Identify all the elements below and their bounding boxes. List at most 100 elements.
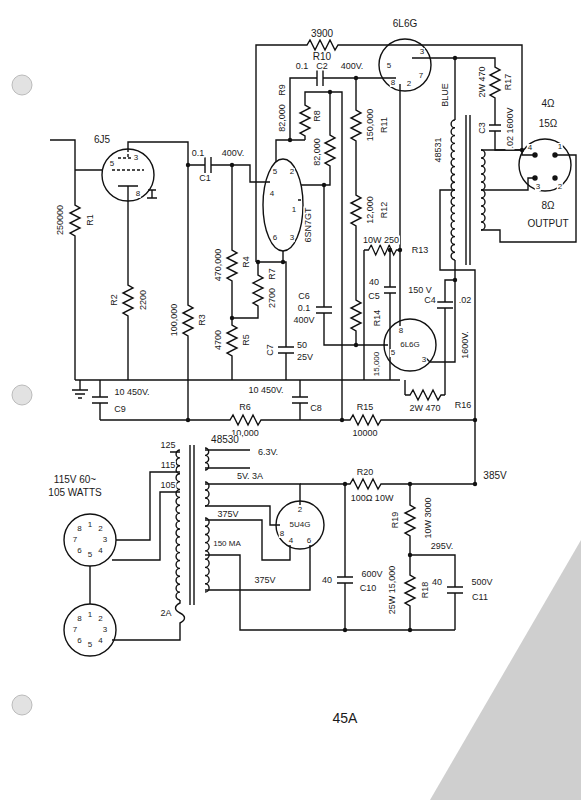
wiring xyxy=(300,484,475,630)
pin-number: 4 xyxy=(97,637,103,645)
capacitor-symbol xyxy=(384,270,396,310)
resistor-symbol xyxy=(123,280,133,320)
component-label: 10W 3000 xyxy=(424,496,433,539)
pin-number: 4 xyxy=(269,190,275,198)
component-label: 295V. xyxy=(430,542,455,551)
pin-number: 6 xyxy=(76,637,82,645)
pin-number: 2 xyxy=(557,183,563,191)
capacitor-symbol xyxy=(437,285,453,325)
tube-6l6g xyxy=(379,39,431,91)
resistor-symbol xyxy=(70,200,80,240)
wiring xyxy=(50,40,576,656)
pin-number: 7 xyxy=(418,72,424,80)
ground-bus xyxy=(72,380,400,398)
resistor-symbol xyxy=(351,105,361,145)
component-label: 25W 15,000 xyxy=(388,565,397,616)
capacitor-symbol xyxy=(278,330,294,370)
resistor-symbol xyxy=(364,245,400,255)
wiring xyxy=(128,142,188,420)
socket-pin xyxy=(553,176,557,180)
pin-number: 5 xyxy=(109,160,115,168)
component-label: C7 xyxy=(266,343,275,357)
component-label: 15,000 xyxy=(373,351,381,377)
junction-dots xyxy=(473,482,477,486)
pin-number: 3 xyxy=(102,626,108,634)
pin-number: 6 xyxy=(272,234,278,242)
pin-number: 8 xyxy=(279,530,285,538)
pin-number: 2 xyxy=(289,168,295,176)
component-label: R13 xyxy=(411,246,430,255)
socket-pin xyxy=(533,153,537,157)
component-label: 15Ω xyxy=(538,119,559,129)
component-label: R6 xyxy=(238,403,252,412)
pin-number: 4 xyxy=(288,537,294,545)
resistor-symbol xyxy=(227,245,237,285)
pin-number: 5 xyxy=(87,641,93,649)
tube-electrode xyxy=(112,149,144,170)
resistor-symbol xyxy=(302,40,342,50)
component-label: 40 xyxy=(321,576,333,585)
component-label: 6.3V. xyxy=(257,448,279,457)
component-label: 2200 xyxy=(139,289,148,311)
tube-electrode xyxy=(118,186,157,201)
junction-dots xyxy=(186,418,190,422)
component-label: R16 xyxy=(454,401,473,410)
torn-corner xyxy=(430,540,581,800)
component-label: 4700 xyxy=(214,329,223,351)
component-label: C10 xyxy=(359,584,378,593)
power-plug xyxy=(64,604,116,656)
wiring xyxy=(228,165,266,380)
component-label: 375V xyxy=(216,510,239,519)
component-label: R3 xyxy=(198,313,207,327)
transformer-winding xyxy=(451,120,455,260)
component-label: 375V xyxy=(253,576,276,585)
component-label: R17 xyxy=(504,73,513,92)
junction-dots xyxy=(408,628,412,632)
pin-number: 5 xyxy=(386,62,392,70)
pin-number: 1 xyxy=(87,611,93,619)
resistor-symbol xyxy=(405,500,415,540)
component-label: 8Ω xyxy=(540,201,555,211)
capacitor-symbol xyxy=(188,157,228,173)
wiring xyxy=(232,251,286,380)
component-label: R12 xyxy=(380,201,389,220)
component-label: 115V 60~ xyxy=(53,475,97,485)
component-label: 100,000 xyxy=(170,303,179,338)
junction-dots xyxy=(340,418,344,422)
pin-number: 7 xyxy=(72,626,78,634)
punch-hole xyxy=(12,385,32,405)
pin-number: 8 xyxy=(390,79,396,87)
junction-dots xyxy=(186,56,524,632)
transformer-core xyxy=(190,445,194,605)
component-label: 400V xyxy=(292,316,315,325)
junction-dots xyxy=(288,138,292,142)
pin-number: 3 xyxy=(133,154,139,162)
capacitor-symbol xyxy=(337,560,353,600)
pin-number: 3 xyxy=(289,234,295,242)
component-label: 150 MA xyxy=(212,540,242,548)
pin-number: 3 xyxy=(421,356,427,364)
junction-dots xyxy=(186,163,190,167)
component-label: 10W 250 xyxy=(362,236,400,245)
resistor-symbol xyxy=(300,100,310,140)
component-label: 12,000 xyxy=(366,195,375,225)
component-label: R15 xyxy=(356,403,375,412)
pin-number: 5 xyxy=(87,551,93,559)
socket-pin xyxy=(533,176,537,180)
pin-number: 8 xyxy=(398,327,404,335)
component-label: C6 xyxy=(297,292,311,301)
component-label: 105 xyxy=(159,481,176,490)
resistor-symbol xyxy=(351,190,361,230)
junction-dots xyxy=(408,482,412,486)
component-label: R5 xyxy=(242,333,251,347)
component-label: 250000 xyxy=(56,204,65,236)
component-label: R9 xyxy=(278,83,287,97)
pin-number: 6 xyxy=(306,537,312,545)
component-label: 82,000 xyxy=(313,137,322,167)
junction-dots xyxy=(473,418,477,422)
wiring xyxy=(205,450,455,630)
capacitor-symbol xyxy=(316,290,332,330)
tube-6sn7gt xyxy=(263,159,303,251)
capacitor-symbol xyxy=(92,380,108,420)
component-label: 400V. xyxy=(221,149,246,158)
